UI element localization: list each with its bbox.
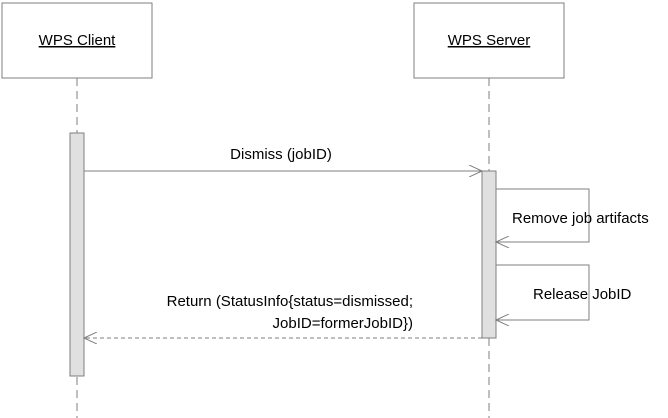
message-return: Return (StatusInfo{status=dismissed; Job… [84, 293, 482, 338]
message-release-jobid: Release JobID [496, 264, 632, 320]
message-dismiss: Dismiss (jobID) [84, 146, 482, 171]
participant-box [413, 2, 565, 79]
activation-client [69, 132, 85, 377]
message-label: Dismiss (jobID) [230, 146, 332, 163]
message-label: Remove job artifacts [512, 210, 649, 227]
self-message-arrow [496, 188, 590, 242]
return-label-line1: Return (StatusInfo{status=dismissed; [167, 293, 413, 310]
return-label-line2: JobID=formerJobID}) [273, 315, 413, 332]
participant-label: WPS Client [39, 32, 117, 49]
participant-box [1, 2, 153, 79]
self-message-arrow [496, 264, 590, 320]
participant-label: WPS Server [448, 32, 531, 49]
message-label: Release JobID [533, 286, 632, 303]
activation-server [481, 170, 497, 339]
participant-wps-client: WPS Client [1, 2, 153, 79]
message-remove-job-artifacts: Remove job artifacts [496, 188, 649, 242]
participant-wps-server: WPS Server [413, 2, 565, 79]
